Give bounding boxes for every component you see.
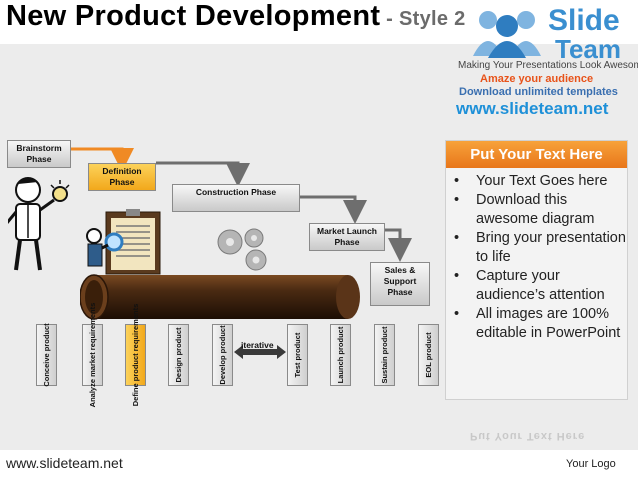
step-design-product: Design product: [168, 324, 189, 386]
step-label: Analyze market requirements: [87, 302, 97, 408]
step-define-requirements: Define product requirements: [125, 304, 146, 406]
step-label: Design product: [173, 327, 183, 383]
step-label: Launch product: [335, 326, 345, 384]
phase-market-launch: Market Launch Phase: [309, 223, 385, 251]
phase-construction: Construction Phase: [172, 184, 300, 212]
step-label: Conceive product: [41, 323, 51, 387]
phase-definition: Definition Phase: [88, 163, 156, 191]
bullet-item: Bring your presentation to life: [452, 229, 630, 267]
connector-3: [300, 195, 367, 224]
logo-slide-text: Slide: [548, 4, 620, 37]
step-eol-product: EOL product: [418, 324, 439, 386]
phase-sales-support: Sales & Support Phase: [370, 262, 430, 306]
step-develop-product: Develop product: [212, 324, 233, 386]
step-launch-product: Launch product: [330, 324, 351, 386]
phase-connectors: [70, 147, 412, 262]
panel-reflection: Put Your Text Here: [470, 430, 586, 442]
pipeline-bar: [80, 274, 360, 320]
page-title: New Product Development - Style 2: [6, 0, 466, 33]
phase-brainstorm: Brainstorm Phase: [7, 140, 71, 168]
team-logo-icon: [473, 11, 541, 58]
iterative-double-arrow-icon: [234, 345, 286, 359]
step-sustain-product: Sustain product: [374, 324, 395, 386]
step-test-product: Test product: [287, 324, 308, 386]
step-label: Develop product: [217, 325, 227, 385]
promo-url[interactable]: www.slideteam.net: [456, 99, 609, 118]
connector-1: [70, 147, 134, 172]
step-label: Sustain product: [379, 326, 389, 384]
step-label: Define product requirements: [130, 303, 140, 407]
panel-heading: Put Your Text Here: [446, 141, 627, 168]
title-suffix: - Style 2: [380, 8, 466, 30]
promo-line-1: Amaze your audience: [480, 73, 594, 85]
footer-logo-placeholder: Your Logo: [566, 458, 616, 470]
clipboard-inspector-icon: [86, 209, 161, 275]
title-main: New Product Development: [6, 0, 381, 32]
bullet-item: Download this awesome diagram: [452, 191, 630, 229]
connector-2: [156, 161, 250, 187]
panel-bullets: Your Text Goes here Download this awesom…: [452, 172, 630, 343]
logo-team-text: Team: [555, 34, 621, 64]
step-label: EOL product: [423, 332, 433, 378]
iterative-label: iterative: [241, 340, 274, 350]
bullet-item: Capture your audience’s attention: [452, 267, 630, 305]
footer-url[interactable]: www.slideteam.net: [6, 455, 123, 471]
step-analyze-market: Analyze market requirements: [82, 303, 103, 407]
connector-4: [385, 228, 412, 262]
promo-line-2: Download unlimited templates: [459, 86, 618, 98]
logo-tagline: Making Your Presentations Look Awesome: [458, 60, 638, 71]
businessman-icon: [8, 177, 70, 271]
gears-icon: [217, 228, 267, 271]
bullet-item: All images are 100% editable in PowerPoi…: [452, 305, 630, 343]
step-label: Test product: [292, 332, 302, 378]
step-conceive-product: Conceive product: [36, 323, 57, 387]
bullet-item: Your Text Goes here: [452, 172, 630, 191]
